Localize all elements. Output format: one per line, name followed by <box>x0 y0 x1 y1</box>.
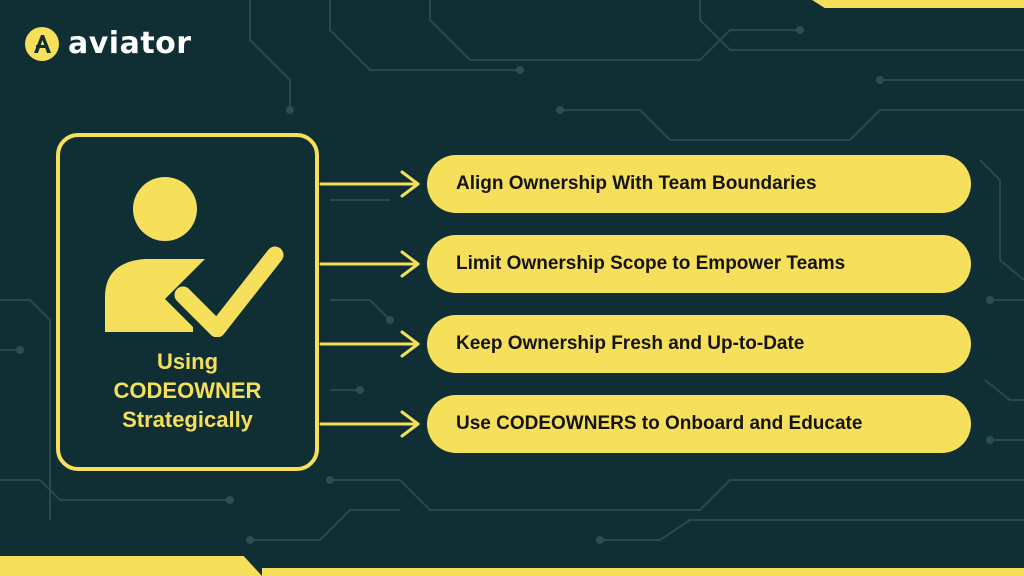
brand-name: aviator <box>68 26 192 61</box>
aviator-a-icon <box>25 27 59 61</box>
bottom-right-accent-bar <box>262 568 1024 576</box>
card-title-line-2: CODEOWNER <box>113 378 262 403</box>
bottom-left-accent-bar <box>0 556 262 576</box>
user-check-icon <box>105 177 284 337</box>
item-keep-ownership-fresh: Keep Ownership Fresh and Up-to-Date <box>427 315 971 373</box>
card-title-line-3: Strategically <box>122 407 253 432</box>
brand-logo[interactable]: aviator <box>24 24 192 64</box>
item-onboard-educate: Use CODEOWNERS to Onboard and Educate <box>427 395 971 453</box>
item-align-ownership: Align Ownership With Team Boundaries <box>427 155 971 213</box>
top-right-accent-bar <box>812 0 1024 8</box>
codeowner-card: Using CODEOWNER Strategically <box>56 133 319 471</box>
item-limit-ownership: Limit Ownership Scope to Empower Teams <box>427 235 971 293</box>
card-title: Using CODEOWNER Strategically <box>60 347 315 434</box>
card-title-line-1: Using <box>156 349 219 374</box>
